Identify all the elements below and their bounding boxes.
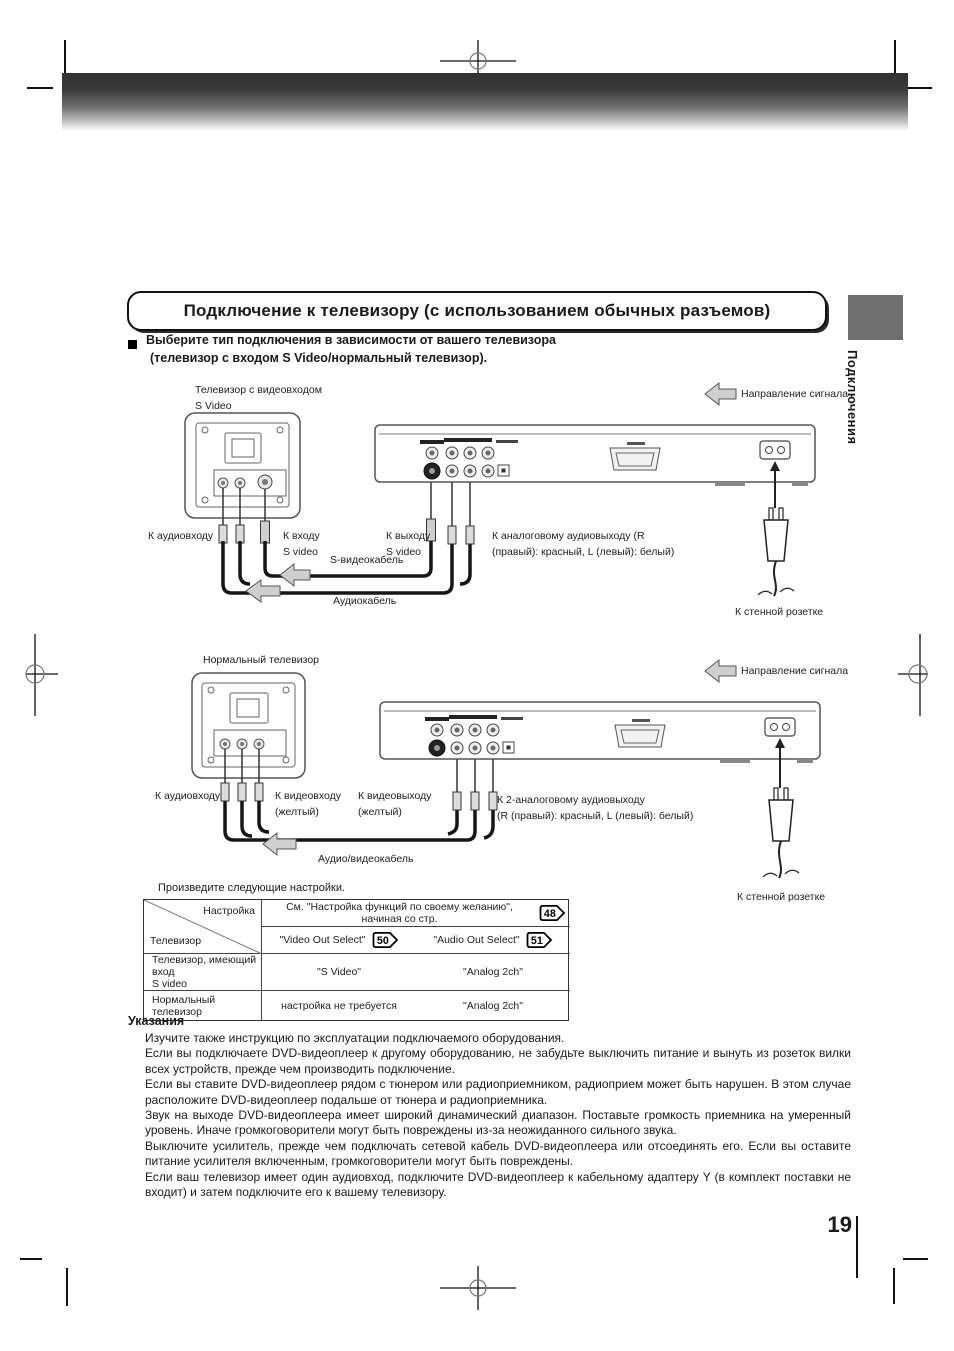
svideo-cable-label: S-видеокабель <box>330 554 404 566</box>
tv-illustration <box>191 672 306 779</box>
crop-mark <box>894 40 896 78</box>
crop-mark <box>856 1216 858 1278</box>
page-number: 19 <box>827 1212 852 1237</box>
crop-mark <box>904 87 932 89</box>
crop-mark <box>66 1268 68 1306</box>
audio-in-label: К аудиовходу <box>148 530 214 542</box>
av-cable-label: Аудио/видеокабель <box>318 853 414 865</box>
crop-mark <box>903 1258 928 1260</box>
wall-outlet-label: К стенной розетке <box>737 891 826 903</box>
tv-plug-connectors <box>220 749 264 802</box>
signal-direction-arrow-icon <box>704 381 737 407</box>
audio-cable-label: Аудиокабель <box>333 595 397 607</box>
analog-audio-out-label: К аналоговому аудиовыходу (R(правый): кр… <box>492 530 675 558</box>
table-row-video-cell: настройка не требуется <box>281 999 397 1012</box>
wall-outlet-label: К стенной розетке <box>735 606 824 618</box>
page-title: Подключение к телевизору (с использовани… <box>127 291 827 331</box>
jack-cluster <box>428 723 515 757</box>
audio-cable-arrow-icon <box>245 579 281 603</box>
svg-text:50: 50 <box>376 935 388 947</box>
av-cable-arrow-icon <box>262 831 297 857</box>
power-inlet <box>759 440 791 460</box>
svg-text:51: 51 <box>531 935 543 947</box>
notes-text: Изучите также инструкцию по эксплуатации… <box>145 1031 851 1200</box>
registration-mark <box>440 1266 516 1310</box>
notes-heading: Указания <box>128 1014 185 1028</box>
power-inlet <box>764 717 796 737</box>
table-row-video-cell: "S Video" <box>262 954 416 991</box>
signal-direction-label: Направление сигнала <box>741 388 849 400</box>
svideo-cable-arrow-icon <box>279 562 311 588</box>
tv2-label: Нормальный телевизор <box>203 654 320 666</box>
signal-direction-label: Направление сигнала <box>741 665 849 677</box>
cable-lines <box>221 540 472 595</box>
table-row-audio-cell: "Analog 2ch" <box>463 999 523 1012</box>
analog-audio-out-label: К 2-аналоговому аудиовыходу(R (правый): … <box>497 794 694 822</box>
note-item: Если вы подключаете DVD-видеоплеер к дру… <box>145 1046 851 1076</box>
page-ref-badge-icon: 50 <box>372 932 398 948</box>
note-item: Изучите также инструкцию по эксплуатации… <box>145 1031 565 1045</box>
dvd-player-illustration <box>374 424 816 486</box>
dvd-plug-connectors <box>452 755 498 811</box>
diagram1-graphic <box>184 381 816 603</box>
table-row-tv-cell: Нормальный телевизор <box>144 991 262 1020</box>
scart-connector <box>609 442 661 471</box>
audio-in-label: К аудиовходу <box>155 790 221 802</box>
svg-text:48: 48 <box>544 908 556 920</box>
crop-mark <box>27 87 53 89</box>
power-plug <box>762 738 800 879</box>
note-item: Звук на выходе DVD-видеоплеера имеет шир… <box>145 1108 851 1138</box>
settings-intro: Произведите следующие настройки. <box>158 882 346 894</box>
video-in-label: К видеовходу(желтый) <box>275 790 341 818</box>
header-gradient-band <box>62 73 908 131</box>
registration-mark <box>898 634 928 716</box>
intro-line1: Выберите тип подключения в зависимости о… <box>146 333 556 347</box>
diagram-normal-tv-connection: Нормальный телевизор Направление сигнала… <box>130 648 848 908</box>
table-header-audio-out: "Audio Out Select" 51 <box>416 927 570 954</box>
note-item: Если ваш телевизор имеет один аудиовход,… <box>145 1169 851 1200</box>
table-header-video-out: "Video Out Select" 50 <box>262 927 416 954</box>
table-row-audio-cell: "Analog 2ch" <box>416 954 570 991</box>
section-tab <box>848 295 903 340</box>
dvd-player-illustration <box>379 701 821 763</box>
power-plug <box>757 461 795 597</box>
settings-table: Настройка Телевизор См. "Настройка функц… <box>143 899 570 1021</box>
intro-text: Выберите тип подключения в зависимости о… <box>146 331 706 367</box>
note-item: Выключите усилитель, прежде чем подключа… <box>145 1138 851 1169</box>
jack-cluster <box>423 446 510 480</box>
dvd-plug-connectors <box>426 478 475 545</box>
crop-mark <box>893 1268 895 1304</box>
table-corner-cell: Настройка Телевизор <box>144 900 262 954</box>
tv-illustration <box>184 412 301 519</box>
cable-lines <box>223 801 495 842</box>
table-see-note-cell: См. "Настройка функций по своему желанию… <box>262 900 570 927</box>
see-note-text: См. "Настройка функций по своему желанию… <box>286 901 513 925</box>
scart-connector <box>614 719 666 748</box>
signal-direction-arrow-icon <box>704 658 737 684</box>
note-item: Если вы ставите DVD-видеоплеер рядом с т… <box>145 1077 851 1107</box>
crop-mark <box>20 1258 42 1260</box>
square-bullet-icon <box>128 340 137 349</box>
intro-line2: (телевизор с входом S Video/нормальный т… <box>150 351 488 365</box>
diagram2-graphic <box>191 658 821 879</box>
corner-label-setting: Настройка <box>203 905 255 917</box>
video-out-label: К видеовыходу(желтый) <box>358 790 432 818</box>
section-tab-label: Подключения <box>845 350 860 445</box>
registration-mark <box>25 634 58 716</box>
crop-mark <box>64 40 66 74</box>
page-ref-badge-icon: 48 <box>539 905 566 921</box>
corner-label-tv: Телевизор <box>150 935 202 947</box>
page-ref-badge-icon: 51 <box>526 932 552 948</box>
